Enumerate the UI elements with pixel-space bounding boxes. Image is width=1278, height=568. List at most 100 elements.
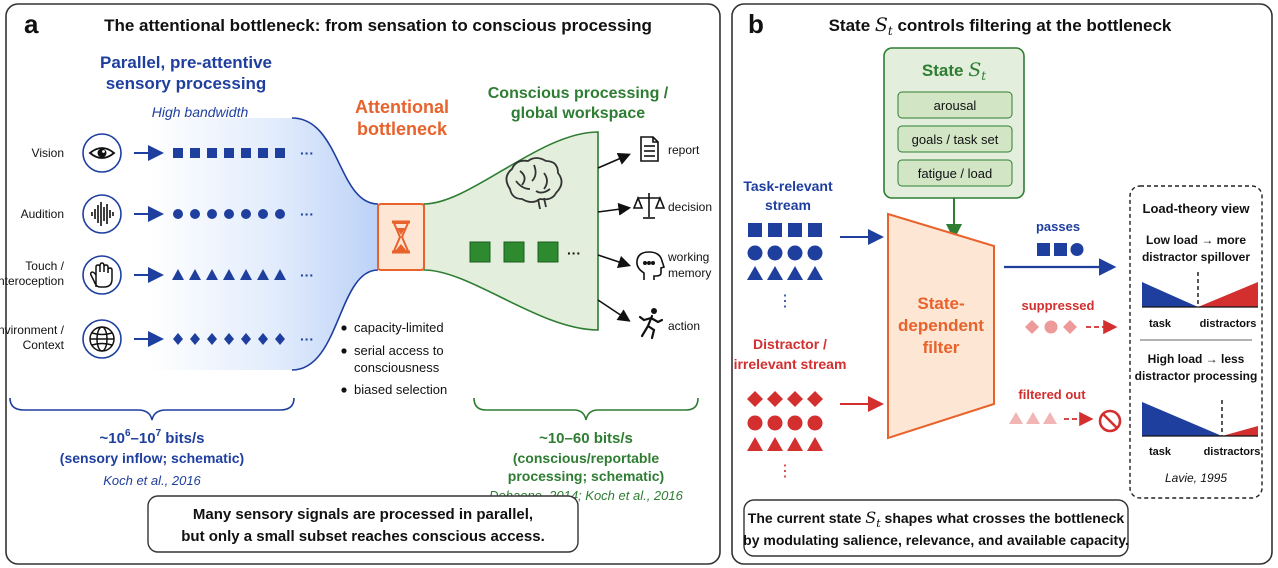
input-label-audition: Audition — [21, 207, 64, 221]
bullet-text: capacity-limited — [354, 320, 444, 335]
conscious-brace — [473, 397, 699, 421]
state-item-fatigue — [897, 159, 1013, 187]
bottleneck-bullets: capacity-limited serial access to consci… — [341, 320, 447, 397]
stream-circle — [258, 209, 268, 219]
state-box-title: State St — [922, 59, 986, 83]
bottleneck-title-line1: Attentional — [355, 97, 449, 117]
stream-triangle — [172, 269, 184, 280]
panel-b-title: State St controls filtering at the bottl… — [829, 14, 1172, 38]
passed-items — [1037, 243, 1084, 256]
stream-square — [173, 148, 183, 158]
conscious-rate: ~10–60 bits/s — [539, 430, 633, 447]
row-ellipsis: ··· — [300, 206, 314, 222]
shape-row-diamonds — [173, 333, 285, 345]
state-item-goals — [897, 125, 1013, 153]
stream-circle — [224, 209, 234, 219]
relevant-stream-label-line1: Task-relevant — [743, 178, 833, 194]
low-load-axis-distractors: distractors — [1200, 318, 1257, 330]
relevant-stream-label-line2: stream — [765, 197, 811, 213]
input-label-env-line2: Context — [23, 338, 65, 352]
sensory-rate: ~106–107 bits/s — [100, 428, 205, 447]
output-label-working: working — [667, 250, 709, 264]
stream-square — [275, 148, 285, 158]
sensory-rate-cite: Koch et al., 2016 — [103, 473, 201, 488]
filtered-out-label: filtered out — [1018, 387, 1086, 402]
bullet-text: biased selection — [354, 382, 447, 397]
output-label-decision: decision — [668, 200, 712, 214]
shape-row-circles — [173, 209, 285, 219]
stream-circle — [173, 209, 183, 219]
row-ellipsis: ··· — [300, 331, 314, 347]
stream-circle — [241, 209, 251, 219]
conscious-rate-sub2: processing; schematic) — [508, 468, 664, 484]
filter-label-line3: filter — [923, 338, 960, 357]
panel-b-caption-line1: The current state St shapes what crosses… — [748, 508, 1125, 530]
high-load-axis-task: task — [1149, 446, 1172, 458]
workspace-ellipsis: ··· — [567, 245, 581, 261]
state-item-label: fatigue / load — [918, 166, 992, 181]
stream-square — [241, 148, 251, 158]
filter-label-line1: State- — [917, 294, 964, 313]
stream-circle — [207, 209, 217, 219]
distractor-stream-ellipsis: ⋮ — [777, 463, 793, 480]
low-load-plot — [1142, 272, 1258, 308]
conscious-title-line1: Conscious processing / — [488, 85, 669, 102]
brain-icon — [505, 157, 563, 210]
output-label-memory: memory — [668, 266, 711, 280]
soundwave-icon — [91, 202, 114, 226]
high-bandwidth-label: High bandwidth — [152, 104, 249, 120]
stream-diamond — [241, 333, 251, 345]
stream-diamond — [258, 333, 268, 345]
state-item-label: arousal — [934, 98, 977, 113]
output-label-action: action — [668, 319, 700, 333]
filtered-items — [1009, 412, 1057, 424]
low-load-line1: Low load → more — [1146, 233, 1246, 247]
no-entry-icon — [1098, 409, 1122, 433]
head-thought-icon — [636, 251, 666, 280]
document-icon — [640, 136, 659, 162]
relevant-stream-ellipsis: ⋮ — [777, 293, 793, 310]
eye-icon — [88, 147, 116, 159]
sensory-rate-sub: (sensory inflow; schematic) — [60, 450, 244, 466]
scales-icon — [632, 193, 666, 219]
workspace-funnel — [423, 131, 599, 331]
distractor-label-line1: Distractor / — [753, 336, 827, 352]
state-dependent-filter — [887, 212, 995, 440]
low-load-line2: distractor spillover — [1142, 250, 1250, 264]
bullet-text: consciousness — [354, 360, 440, 375]
row-ellipsis: ··· — [300, 267, 314, 283]
stream-square — [224, 148, 234, 158]
globe-icon — [89, 326, 115, 352]
running-person-icon — [638, 308, 664, 340]
panel-a-caption-line1: Many sensory signals are processed in pa… — [193, 506, 533, 523]
input-label-vision: Vision — [32, 146, 64, 160]
input-label-env-line1: Environment / — [0, 323, 65, 337]
sensory-funnel-top-edge — [291, 117, 379, 205]
row-ellipsis: ··· — [300, 145, 314, 161]
filter-label-line2: dependent — [898, 316, 984, 335]
high-load-line2: distractor processing — [1135, 369, 1258, 383]
input-row-audition: Audition ··· — [21, 194, 314, 234]
stream-circle — [190, 209, 200, 219]
shape-row-triangles — [172, 269, 286, 280]
conscious-rate-sub1: (conscious/reportable — [513, 450, 659, 466]
stream-diamond — [224, 333, 234, 345]
stream-triangle — [223, 269, 235, 280]
bottleneck-title-line2: bottleneck — [357, 119, 448, 139]
stream-square — [258, 148, 268, 158]
distractor-stream-items — [747, 391, 823, 451]
stream-triangle — [240, 269, 252, 280]
workspace-items: ··· — [469, 241, 581, 263]
state-item-arousal — [897, 91, 1013, 119]
input-label-touch-line2: Interoception — [0, 274, 64, 288]
parallel-title-line2: sensory processing — [106, 74, 267, 93]
high-load-line1: High load → less — [1148, 352, 1245, 366]
panel-a-caption-box — [147, 495, 579, 553]
load-theory-cite: Lavie, 1995 — [1165, 471, 1227, 485]
stream-triangle — [257, 269, 269, 280]
panel-a-caption-line2: but only a small subset reaches consciou… — [181, 528, 545, 545]
stream-diamond — [173, 333, 183, 345]
input-label-touch-line1: Touch / — [25, 259, 64, 273]
state-item-label: goals / task set — [912, 132, 999, 147]
panel-b-caption-box — [743, 499, 1129, 557]
